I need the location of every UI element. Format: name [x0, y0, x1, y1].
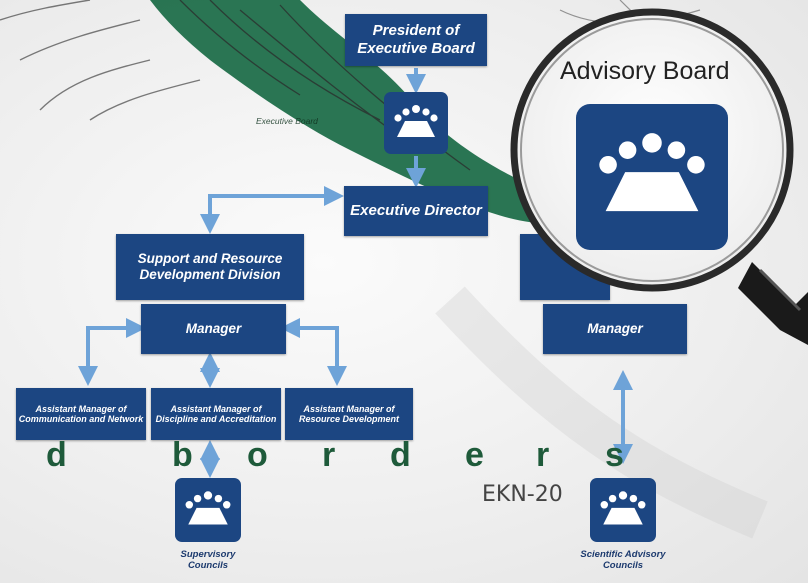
arrow-manager-resource [280, 318, 347, 386]
overlay-letter: d [390, 436, 411, 474]
overlay-letter: r [322, 436, 336, 474]
scientific-councils-icon-tile [590, 478, 656, 542]
assistant-discipline-box: Assistant Manager of Discipline and Accr… [151, 388, 281, 440]
meeting-table-icon [599, 133, 705, 212]
manager-left-box: Manager [141, 304, 286, 354]
meeting-table-icon [185, 491, 231, 525]
arrow-manager-communication [78, 318, 146, 386]
overlay-letter: d [46, 436, 67, 474]
supervisory-councils-label: Supervisory Councils [180, 549, 236, 571]
overlay-letter: s [605, 436, 624, 474]
overlay-letter: e [465, 436, 484, 474]
president-box: President of Executive Board [345, 14, 487, 66]
manager-right-box: Manager [543, 304, 687, 354]
arrow-director-support [200, 186, 344, 234]
advisory-board-icon-tile [576, 104, 728, 250]
magnifier-handle [738, 262, 808, 345]
assistant-resource-box: Assistant Manager of Resource Developmen… [285, 388, 413, 440]
executive-board-icon-tile [384, 92, 448, 154]
meeting-table-icon [394, 105, 438, 137]
meeting-table-icon [600, 491, 646, 525]
executive-board-faded-label: Executive Board [256, 116, 318, 126]
overlay-letter: r [536, 436, 550, 474]
executive-director-box: Executive Director [344, 186, 488, 236]
scientific-councils-label: Scientific Advisory Councils [580, 549, 666, 571]
support-division-box: Support and Resource Development Divisio… [116, 234, 304, 300]
assistant-communication-box: Assistant Manager of Communication and N… [16, 388, 146, 440]
overlay-letter: o [247, 436, 268, 474]
handwritten-signature: EKN-20 [482, 482, 563, 507]
supervisory-councils-icon-tile [175, 478, 241, 542]
overlay-letter: b [172, 436, 193, 474]
advisory-board-title: Advisory Board [560, 57, 730, 85]
